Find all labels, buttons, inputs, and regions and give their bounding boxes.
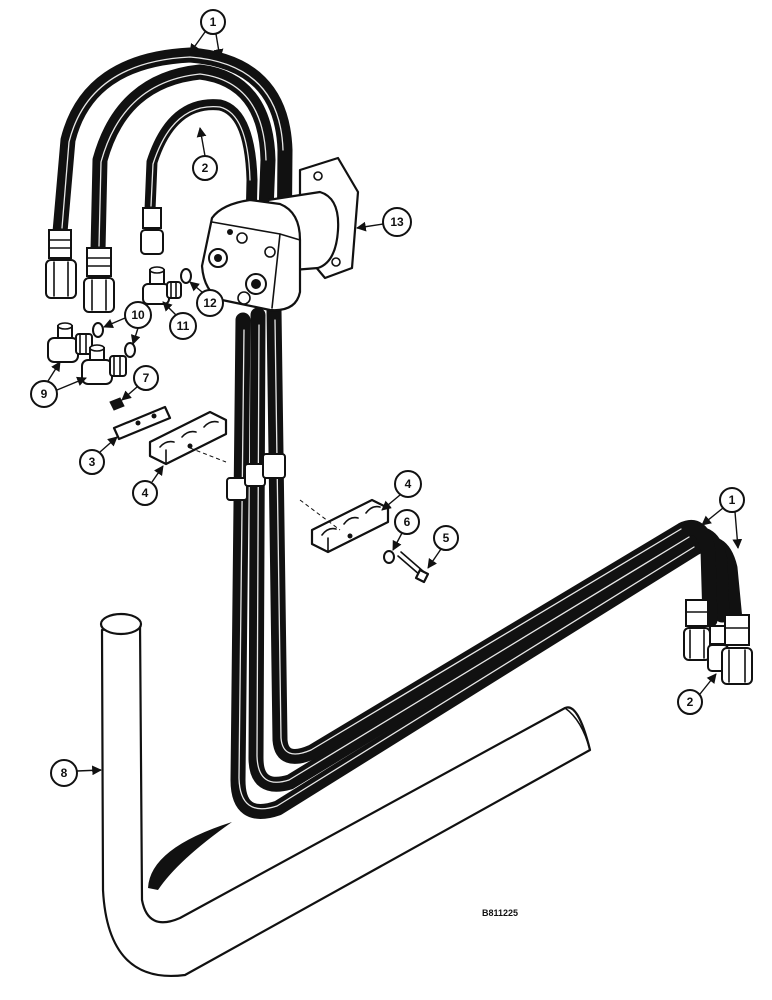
top-fitting-a: [45, 229, 77, 299]
callout-2-right-label: 2: [687, 695, 694, 709]
right-hose-fittings: [683, 599, 753, 685]
callout-3: [79, 449, 105, 475]
top-hose-loops: [52, 47, 293, 278]
callout-11-label: 11: [177, 319, 190, 333]
top-fitting-b: [83, 247, 115, 313]
callout-4-left-label: 4: [142, 486, 149, 500]
right-fitting-c: [721, 614, 753, 685]
callout-7-label: 7: [143, 371, 150, 385]
clamp-plate-3: [112, 405, 172, 441]
callout-1-top: [200, 9, 226, 35]
callouts: 1 2 13 12 11 10 9 7 3: [30, 9, 745, 787]
right-fitting-a: [683, 599, 711, 661]
frame-tube: [99, 612, 592, 978]
callout-11: [169, 312, 197, 340]
callout-4-right-label: 4: [405, 477, 412, 491]
hydraulic-pump: [200, 156, 360, 312]
callout-8-label: 8: [61, 766, 68, 780]
assembly-alignment-line: [189, 447, 341, 531]
callout-3-label: 3: [89, 455, 96, 469]
figure-id: B811225: [482, 908, 518, 918]
callout-7: [133, 365, 159, 391]
callout-13: [382, 207, 412, 237]
top-fitting-c: [140, 207, 164, 255]
callout-12-label: 12: [203, 296, 217, 310]
callout-5: [433, 525, 459, 551]
washer-6: [383, 550, 395, 564]
callout-4-left: [132, 480, 158, 506]
callout-13-label: 13: [390, 215, 404, 229]
callout-9: [30, 380, 58, 408]
top-hose-fittings: [45, 207, 164, 313]
o-ring-12: [180, 268, 192, 284]
nut-7: [109, 397, 125, 411]
callout-6: [394, 509, 420, 535]
elbow-fitting-11: [142, 266, 182, 305]
callout-6-label: 6: [404, 515, 411, 529]
o-ring-10b: [124, 342, 136, 358]
clamp-half-4-right: [310, 498, 390, 554]
callout-1-right-label: 1: [729, 493, 736, 507]
callout-2-top-label: 2: [202, 161, 209, 175]
callout-10-label: 10: [131, 308, 145, 322]
callout-8: [50, 759, 78, 787]
clamp-half-4-left: [148, 410, 228, 466]
elbow-fitting-9a: [47, 322, 93, 363]
o-ring-10a: [92, 322, 104, 338]
callout-5-label: 5: [443, 531, 450, 545]
callout-9-label: 9: [41, 387, 48, 401]
elbow-fittings-9: [47, 322, 127, 385]
bolt-5: [397, 551, 430, 584]
callout-4-right: [394, 470, 422, 498]
main-hose-run: [226, 302, 743, 819]
callout-1-top-label: 1: [210, 15, 217, 29]
callout-12: [196, 289, 224, 317]
callout-1-right: [719, 487, 745, 513]
callout-2-right: [677, 689, 703, 715]
elbow-fitting-9b: [81, 344, 127, 385]
